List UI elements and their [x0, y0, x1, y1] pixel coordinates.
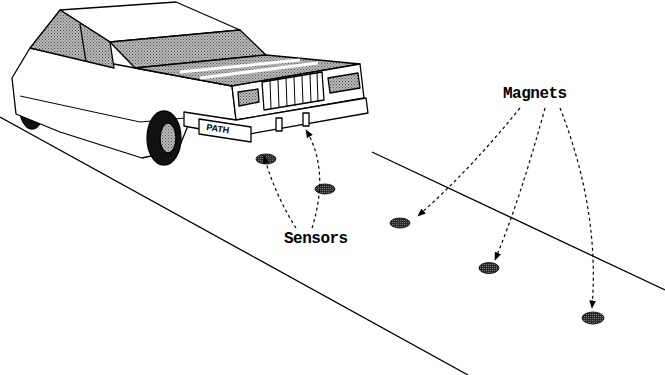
road	[0, 117, 665, 375]
grille-bars	[270, 73, 318, 109]
leader-lines	[264, 108, 593, 308]
sensor	[276, 118, 282, 131]
sensor	[303, 113, 309, 126]
headlight	[328, 73, 360, 93]
magnet	[582, 312, 604, 324]
side-window	[30, 10, 114, 68]
magnet	[315, 184, 335, 194]
leader-arrow	[418, 108, 520, 216]
leader-arrow	[495, 108, 545, 260]
plate-text: PATH	[206, 123, 230, 136]
bumper	[184, 98, 368, 136]
magnet	[390, 218, 410, 228]
grille	[262, 72, 324, 110]
leader-arrow	[560, 108, 593, 308]
door-pillar	[80, 24, 86, 62]
headlight	[238, 89, 259, 106]
leader-arrow	[264, 156, 296, 228]
car	[12, 2, 368, 165]
front-wheel	[147, 111, 181, 165]
part-label: Sensors	[284, 231, 348, 247]
hubcap	[160, 123, 176, 153]
leader-arrow	[306, 130, 320, 228]
road-edge	[0, 117, 468, 375]
road-edge	[372, 152, 665, 290]
magnet	[479, 263, 499, 274]
magnets	[256, 154, 604, 324]
license-plate	[199, 119, 251, 142]
part-label: Magnets	[503, 86, 567, 102]
